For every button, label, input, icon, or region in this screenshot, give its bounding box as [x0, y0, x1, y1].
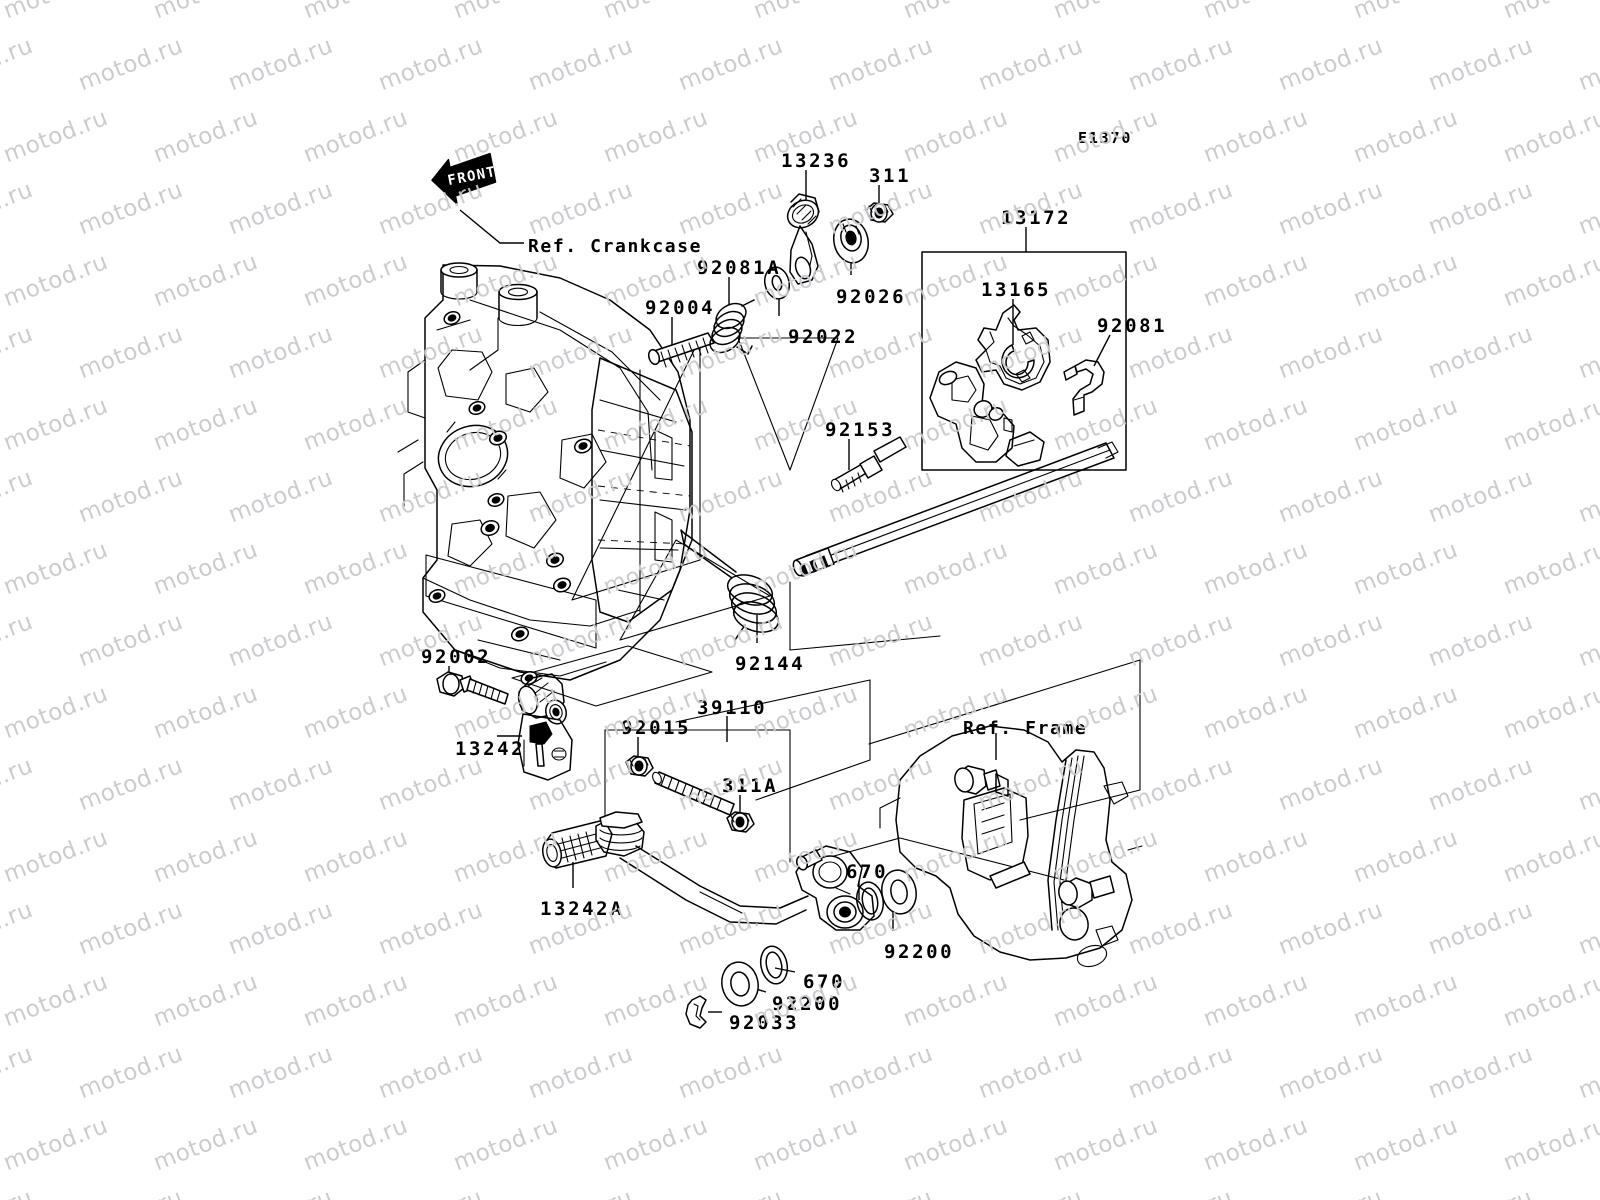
- callout-92200-upper: 92200: [884, 941, 955, 963]
- callout-92004: 92004: [645, 297, 716, 319]
- callout-92002: 92002: [421, 646, 492, 668]
- assembly-box-13172: [921, 251, 1127, 471]
- crankcase-bolt-bosses: [428, 310, 593, 686]
- callout-311: 311: [869, 165, 912, 187]
- part-13172-shift-mechanism: [792, 361, 1119, 577]
- callout-13242: 13242: [455, 738, 526, 760]
- callout-13242A: 13242A: [540, 898, 625, 920]
- callout-13172: 13172: [1001, 207, 1072, 229]
- callout-92153: 92153: [825, 419, 896, 441]
- part-13236-shift-lever-arm: [786, 193, 820, 285]
- front-direction-marker: FRONT: [428, 150, 500, 204]
- callout-670-lower: 670: [803, 971, 846, 993]
- part-670-oring-lower: [759, 945, 789, 985]
- ref-crankcase-label: Ref. Crankcase: [528, 236, 703, 257]
- callout-670-upper: 670: [846, 861, 889, 883]
- part-13165-stopper-plate: [975, 304, 1051, 391]
- part-92004-pin: [647, 332, 715, 368]
- part-92081-spring-clip: [1063, 359, 1105, 416]
- callout-92200-lower: 92200: [772, 993, 843, 1015]
- leader-lines: [448, 170, 1111, 1013]
- frame-reference-drawing: [879, 725, 1143, 968]
- callout-92033: 92033: [729, 1012, 800, 1034]
- part-13242A-gear-change-pedal: [541, 811, 875, 931]
- part-92200-washer-lower: [721, 961, 759, 1007]
- part-92153-bolt: [830, 436, 907, 493]
- callout-92026: 92026: [836, 286, 907, 308]
- part-92002-bolt: [436, 671, 509, 705]
- diagram-code: E1370: [1078, 129, 1133, 147]
- callout-13236: 13236: [781, 150, 852, 172]
- callout-39110: 39110: [697, 697, 768, 719]
- callout-311A: 311A: [722, 775, 779, 797]
- part-92022-washer: [763, 266, 791, 300]
- callout-13165: 13165: [981, 279, 1052, 301]
- callout-92144: 92144: [735, 653, 806, 675]
- callout-92081A: 92081A: [697, 257, 782, 279]
- projection-guides: [425, 337, 1141, 881]
- part-92144-spring: [680, 529, 780, 641]
- part-92026-spacer: [833, 218, 869, 264]
- ref-frame-label: Ref. Frame: [963, 718, 1088, 739]
- part-311-nut: [865, 202, 894, 223]
- part-92200-washer-upper: [881, 869, 917, 915]
- crankcase-reference-drawing: [397, 262, 693, 686]
- part-92081A-return-spring: [709, 299, 755, 355]
- callout-92081: 92081: [1097, 315, 1168, 337]
- callout-92015: 92015: [621, 717, 692, 739]
- part-92033-circlip: [685, 995, 707, 1029]
- part-311A-nut: [726, 811, 755, 833]
- part-92015-nut: [625, 755, 654, 777]
- part-13242-shift-lever-clamp: [517, 673, 573, 781]
- callout-92022: 92022: [788, 326, 859, 348]
